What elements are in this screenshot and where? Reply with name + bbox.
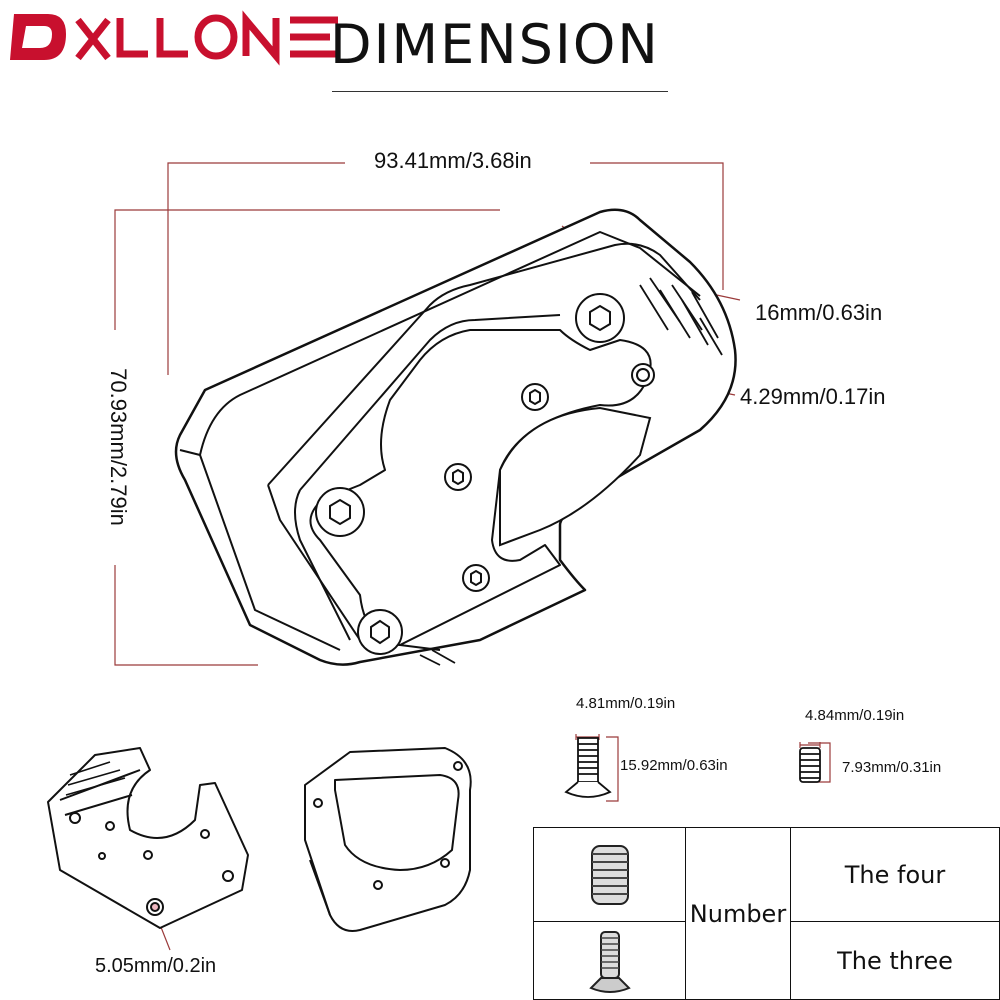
table-header-number: Number [685,827,791,1000]
countersunk-screw-icon [564,737,612,798]
page-title: DIMENSION [330,13,660,76]
table-cell-countersunk-screw [533,921,686,1000]
plate-bolts [315,293,655,655]
bottom-hole-dimension-label: 5.05mm/0.2in [95,955,217,977]
small-plate-slots [65,761,126,796]
small-plate-front [47,747,249,929]
brand-logo [10,10,338,66]
set-screw-icon [799,747,821,783]
set-screw-diameter-label: 4.84mm/0.19in [805,707,905,724]
small-plate-back [304,747,472,932]
width-dimension-label: 93.41mm/3.68in [374,148,532,173]
screw-length-label: 15.92mm/0.63in [620,757,728,774]
thickness-dimension-label: 16mm/0.63in [755,300,883,325]
screw-diameter-label: 4.81mm/0.19in [576,695,676,712]
title-underline [332,91,668,92]
countersunk-screw-icon [588,930,631,993]
table-value-four: The four [790,827,1000,922]
small-hole-dimension-label: 4.29mm/0.17in [740,384,886,409]
parts-table: Number The four The three [533,827,1000,1000]
table-value-three: The three [790,921,1000,1000]
table-cell-set-screw [533,827,686,922]
plate-cutout [499,406,652,547]
set-screw-length-label: 7.93mm/0.31in [842,759,942,776]
height-dimension-label: 70.93mm/2.79in [106,368,131,526]
plate-slots [419,277,723,666]
set-screw-icon [590,844,629,905]
